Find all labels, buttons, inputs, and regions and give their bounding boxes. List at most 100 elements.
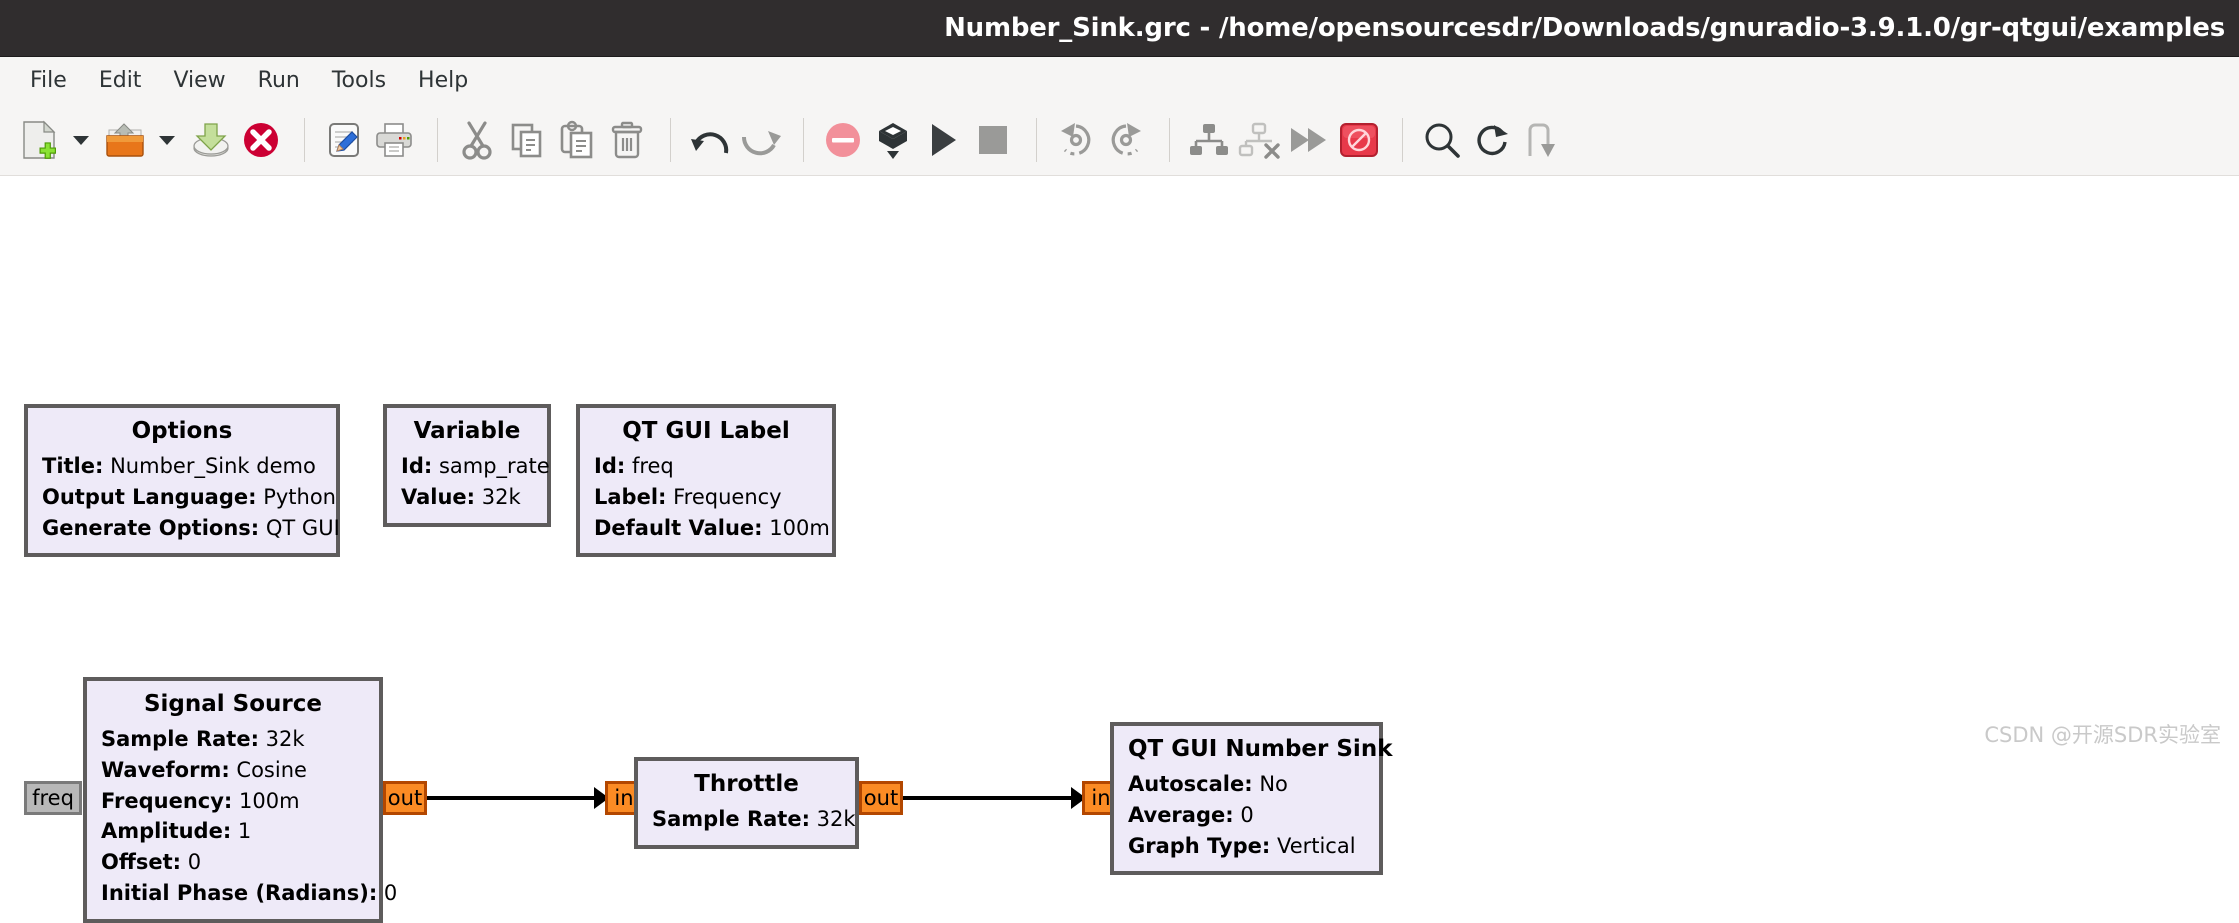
ss-frequency-value: 100m [239,788,300,813]
rotate-right-icon [1111,122,1141,155]
disable-block-icon [826,122,860,157]
close-icon [244,122,278,157]
label-label-key: Label: [594,484,667,509]
paste-button[interactable] [554,114,600,166]
reload-button[interactable] [1469,114,1515,166]
kill-button[interactable] [970,114,1016,166]
stop-icon [979,125,1007,154]
signal-source-block-title: Signal Source [143,691,322,717]
search-button[interactable] [1419,114,1465,166]
generate-button[interactable] [870,114,916,166]
toolbar-separator [304,117,305,162]
qt-gui-number-sink-block[interactable]: QT GUI Number Sink Autoscale: No Average… [1110,722,1393,876]
ns-average-value: 0 [1240,802,1254,827]
ns-average-key: Average: [1128,802,1234,827]
options-language-value: Python [263,484,336,509]
options-generate-key: Generate Options: [42,515,260,540]
variable-block[interactable]: Variable Id: samp_rate Value: 32k [383,404,551,527]
play-icon [932,123,956,156]
new-file-button[interactable] [16,114,62,166]
ns-graph-type-key: Graph Type: [1128,833,1271,858]
edit-properties-icon [329,122,359,157]
undo-button[interactable] [687,114,733,166]
ss-amplitude-key: Amplitude: [101,819,232,844]
rotate-left-button[interactable] [1053,114,1099,166]
print-button[interactable] [371,114,417,166]
disable-block-button[interactable] [820,114,866,166]
signal-source-msg-port-freq[interactable]: freq [24,781,82,815]
flowgraph-canvas[interactable]: Options Title: Number_Sink demo Output L… [0,176,2239,923]
qt-gui-label-block[interactable]: QT GUI Label Id: freq Label: Frequency D… [576,404,836,558]
menu-help[interactable]: Help [418,68,469,93]
save-button[interactable] [188,114,234,166]
ss-sample-rate-row: Sample Rate: 32k [101,724,365,755]
menu-view[interactable]: View [173,68,226,93]
menu-tools[interactable]: Tools [331,68,387,93]
throttle-sample-rate-value: 32k [816,806,856,831]
ns-autoscale-value: No [1259,771,1288,796]
options-block-title: Options [131,418,233,444]
search-icon [1425,123,1460,158]
redo-button[interactable] [737,114,783,166]
ss-sample-rate-key: Sample Rate: [101,726,259,751]
menu-edit[interactable]: Edit [98,68,142,93]
ss-amplitude-row: Amplitude: 1 [101,816,365,847]
ss-initial-phase-row: Initial Phase (Radians): 0 [101,878,397,909]
ss-offset-value: 0 [187,850,202,875]
signal-source-out-port[interactable]: out [383,781,427,815]
chevron-down-icon [73,135,89,145]
ss-initial-phase-value: 0 [383,881,398,906]
options-generate-value: QT GUI [265,515,340,540]
ns-graph-type-value: Vertical [1276,833,1356,858]
cut-icon [462,120,492,160]
fast-forward-button[interactable] [1286,114,1332,166]
prohibit-button[interactable] [1336,114,1382,166]
new-file-dropdown-button[interactable] [66,114,96,166]
remove-hier-button[interactable] [1236,114,1282,166]
label-default-key: Default Value: [594,515,763,540]
new-file-icon [23,120,56,159]
options-generate-row: Generate Options: QT GUI [42,513,340,544]
options-block[interactable]: Options Title: Number_Sink demo Output L… [24,404,340,558]
redo-icon [741,130,781,155]
fast-forward-icon [1291,127,1326,152]
execute-button[interactable] [920,114,966,166]
toolbar-separator [1402,117,1403,162]
open-file-button[interactable] [102,114,148,166]
rotate-right-button[interactable] [1103,114,1149,166]
cut-button[interactable] [454,114,500,166]
remove-hier-icon [1238,122,1280,159]
trash-icon [611,121,643,158]
close-button[interactable] [238,114,284,166]
variable-value-key: Value: [401,484,476,509]
menu-run[interactable]: Run [257,68,300,93]
undo-icon [691,131,729,153]
label-id-value: freq [631,453,674,478]
rotate-left-icon [1061,122,1091,155]
delete-button[interactable] [604,114,650,166]
signal-source-block[interactable]: Signal Source Sample Rate: 32k Waveform:… [83,677,397,923]
window-titlebar: Number_Sink.grc - /home/opensourcesdr/Do… [0,0,2239,57]
connection-throttle-numbersink[interactable] [903,796,1074,800]
reload-icon [1477,124,1508,155]
menubar: File Edit View Run Tools Help [0,57,2239,104]
create-hier-button[interactable] [1186,114,1232,166]
open-recent-dropdown-button[interactable] [152,114,182,166]
throttle-sample-rate-row: Sample Rate: 32k [652,804,856,835]
copy-button[interactable] [504,114,550,166]
menu-file[interactable]: File [30,68,67,93]
connection-signalsource-throttle[interactable] [427,796,597,800]
variable-id-row: Id: samp_rate [401,451,550,482]
ss-sample-rate-value: 32k [265,726,305,751]
ss-frequency-key: Frequency: [101,788,233,813]
ns-average-row: Average: 0 [1128,800,1365,831]
ss-waveform-value: Cosine [236,757,307,782]
paste-icon [560,120,593,158]
throttle-block[interactable]: Throttle Sample Rate: 32k [634,757,859,849]
throttle-out-port[interactable]: out [859,781,903,815]
qt-gui-number-sink-block-title: QT GUI Number Sink [1128,736,1393,762]
edit-properties-button[interactable] [321,114,367,166]
align-button[interactable] [1519,114,1565,166]
copy-icon [511,123,542,157]
prohibit-icon [1340,122,1378,157]
